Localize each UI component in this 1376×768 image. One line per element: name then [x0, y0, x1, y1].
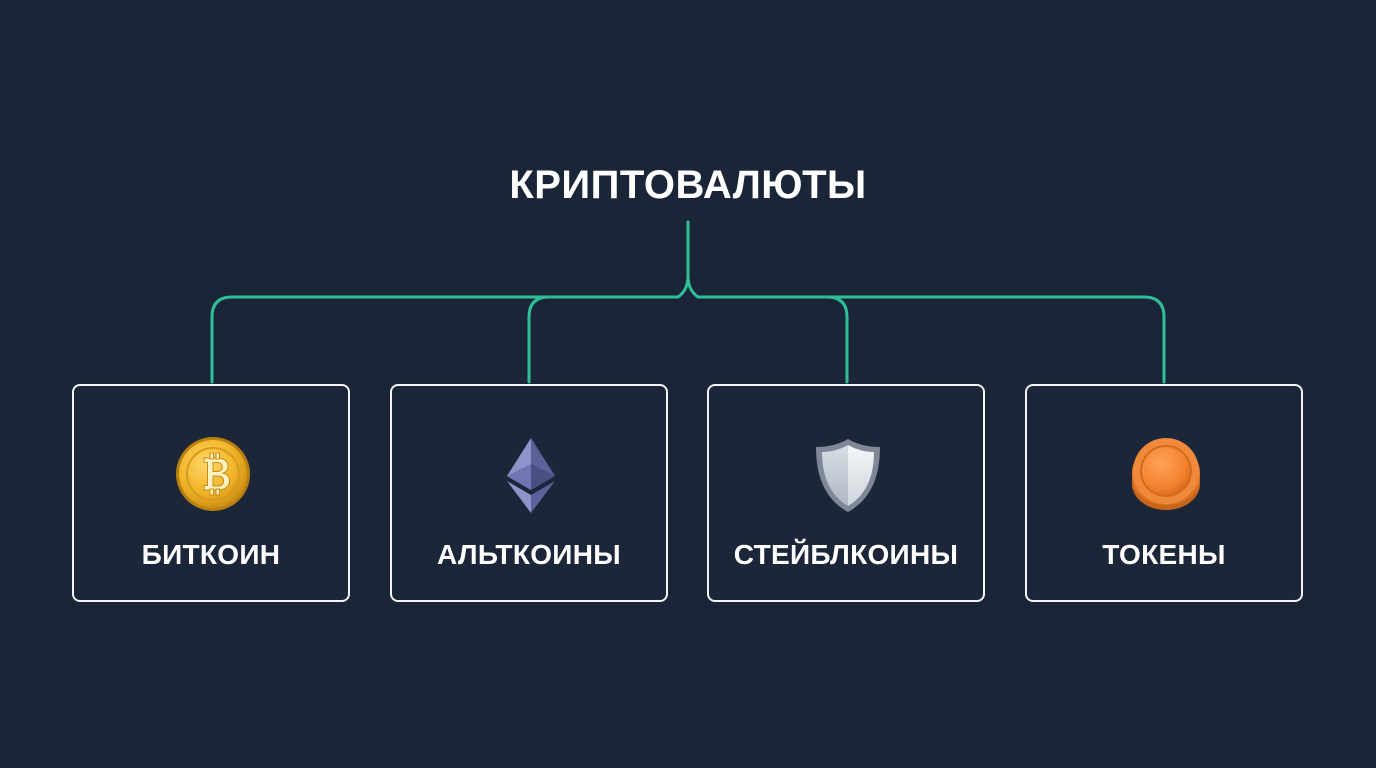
node-label-stablecoins: СТЕЙБЛКОИНЫ: [733, 539, 959, 570]
node-card-altcoins: АЛЬТКОИНЫ: [390, 384, 668, 602]
token-coin-stack-icon: [1126, 434, 1206, 514]
shield-icon: [808, 434, 888, 514]
node-label-bitcoin: БИТКОИН: [141, 539, 281, 570]
connector-branch-altcoins: [527, 295, 551, 384]
connector-left-branch: [210, 274, 690, 384]
bitcoin-coin-icon: [173, 434, 253, 514]
node-card-tokens: ТОКЕНЫ: [1025, 384, 1303, 602]
node-card-stablecoins: СТЕЙБЛКОИНЫ: [707, 384, 985, 602]
connector-branch-stablecoins: [825, 295, 849, 384]
node-label-altcoins: АЛЬТКОИНЫ: [437, 539, 621, 570]
node-card-bitcoin: БИТКОИН: [72, 384, 350, 602]
connector-trunk: [686, 220, 1166, 384]
root-node-title: КРИПТОВАЛЮТЫ: [509, 163, 867, 207]
node-label-tokens: ТОКЕНЫ: [1102, 539, 1226, 570]
ethereum-diamond-icon: [491, 434, 571, 514]
